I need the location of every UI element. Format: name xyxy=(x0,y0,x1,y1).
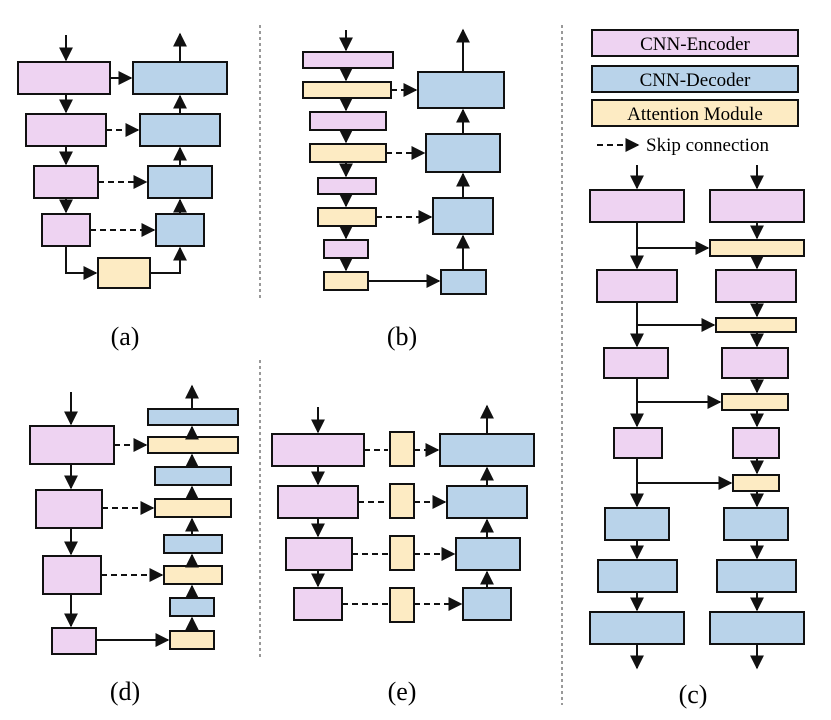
panel-c xyxy=(589,165,805,670)
c-decoder-right-block-2 xyxy=(716,559,797,593)
legend-skip-label: Skip connection xyxy=(646,135,769,156)
panel-d xyxy=(29,384,239,655)
d-encoder-block-4 xyxy=(51,627,97,655)
c-decoder-left-block-3 xyxy=(589,611,685,645)
a-encoder-block-3 xyxy=(33,165,99,199)
e-attention-block-4 xyxy=(389,587,415,623)
legend-encoder-swatch xyxy=(591,29,799,57)
e-attention-block-1 xyxy=(389,431,415,467)
d-encoder-block-2 xyxy=(35,489,103,529)
c-encoder-right-block-1 xyxy=(709,189,805,223)
a-encoder-block-4 xyxy=(41,213,91,247)
d-decoder-block-3 xyxy=(163,534,223,554)
a-decoder-block-1 xyxy=(132,61,228,95)
panel-a-label: (a) xyxy=(111,322,140,351)
panel-b xyxy=(302,28,505,295)
panel-e-label: (e) xyxy=(388,677,417,706)
legend-encoder-label: CNN-Encoder xyxy=(640,34,750,55)
panel-c-label: (c) xyxy=(679,680,708,709)
d-encoder-block-3 xyxy=(42,555,102,595)
c-decoder-right-block-1 xyxy=(723,507,789,541)
panel-separators xyxy=(259,25,563,705)
d-attention-block-4 xyxy=(169,630,215,650)
panel-d-label: (d) xyxy=(110,677,140,706)
a-decoder-block-2 xyxy=(139,113,221,147)
d-attention-block-2 xyxy=(154,498,232,518)
a-attention-block xyxy=(97,257,151,289)
e-encoder-block-2 xyxy=(277,485,359,519)
c-attention-block-1 xyxy=(709,239,805,257)
b-attention-block-4 xyxy=(323,271,369,291)
a-encoder-block-2 xyxy=(25,113,107,147)
b-decoder-block-1 xyxy=(417,71,505,109)
a-encoder-block-1 xyxy=(17,61,111,95)
c-encoder-right-block-3 xyxy=(721,347,789,379)
c-decoder-left-block-2 xyxy=(597,559,678,593)
a-decoder-block-3 xyxy=(147,165,213,199)
b-encoder-block-1 xyxy=(302,51,394,69)
c-attention-block-4 xyxy=(732,474,780,492)
legend-decoder-swatch xyxy=(591,65,799,93)
c-decoder-right-block-3 xyxy=(709,611,805,645)
d-encoder-block-1 xyxy=(29,425,115,465)
e-decoder-block-3 xyxy=(455,537,521,571)
e-attention-block-2 xyxy=(389,483,415,519)
legend-attention-label: Attention Module xyxy=(627,104,763,125)
e-decoder-block-2 xyxy=(446,485,528,519)
c-decoder-left-block-1 xyxy=(604,507,670,541)
legend-attention-swatch xyxy=(591,99,799,127)
c-encoder-right-block-4 xyxy=(732,427,780,459)
c-encoder-right-block-2 xyxy=(715,269,797,303)
d-decoder-block-1 xyxy=(147,408,239,426)
d-decoder-block-4 xyxy=(169,597,215,617)
b-decoder-block-2 xyxy=(425,133,501,173)
e-decoder-block-1 xyxy=(439,433,535,467)
c-attention-block-2 xyxy=(715,317,797,333)
a-decoder-block-4 xyxy=(155,213,205,247)
e-encoder-block-4 xyxy=(293,587,343,621)
d-attention-block-1 xyxy=(147,436,239,454)
b-encoder-block-2 xyxy=(309,111,387,131)
d-attention-block-3 xyxy=(163,565,223,585)
panel-a xyxy=(17,32,228,289)
c-encoder-block-1 xyxy=(589,189,685,223)
e-decoder-block-4 xyxy=(462,587,512,621)
c-encoder-block-3 xyxy=(603,347,669,379)
b-encoder-block-4 xyxy=(323,239,369,259)
b-attention-block-3 xyxy=(317,207,377,227)
b-attention-block-1 xyxy=(302,81,392,99)
c-encoder-block-2 xyxy=(596,269,678,303)
c-attention-block-3 xyxy=(721,393,789,411)
e-encoder-block-3 xyxy=(285,537,353,571)
c-encoder-block-4 xyxy=(613,427,663,459)
e-attention-block-3 xyxy=(389,535,415,571)
b-decoder-block-4 xyxy=(440,269,487,295)
d-decoder-block-2 xyxy=(154,466,232,486)
legend-decoder-label: CNN-Decoder xyxy=(640,70,751,91)
e-encoder-block-1 xyxy=(271,433,365,467)
panel-b-label: (b) xyxy=(387,322,417,351)
b-encoder-block-3 xyxy=(317,177,377,195)
panel-e xyxy=(271,404,535,623)
legend xyxy=(591,29,799,152)
b-decoder-block-3 xyxy=(432,197,494,235)
b-attention-block-2 xyxy=(309,143,387,163)
